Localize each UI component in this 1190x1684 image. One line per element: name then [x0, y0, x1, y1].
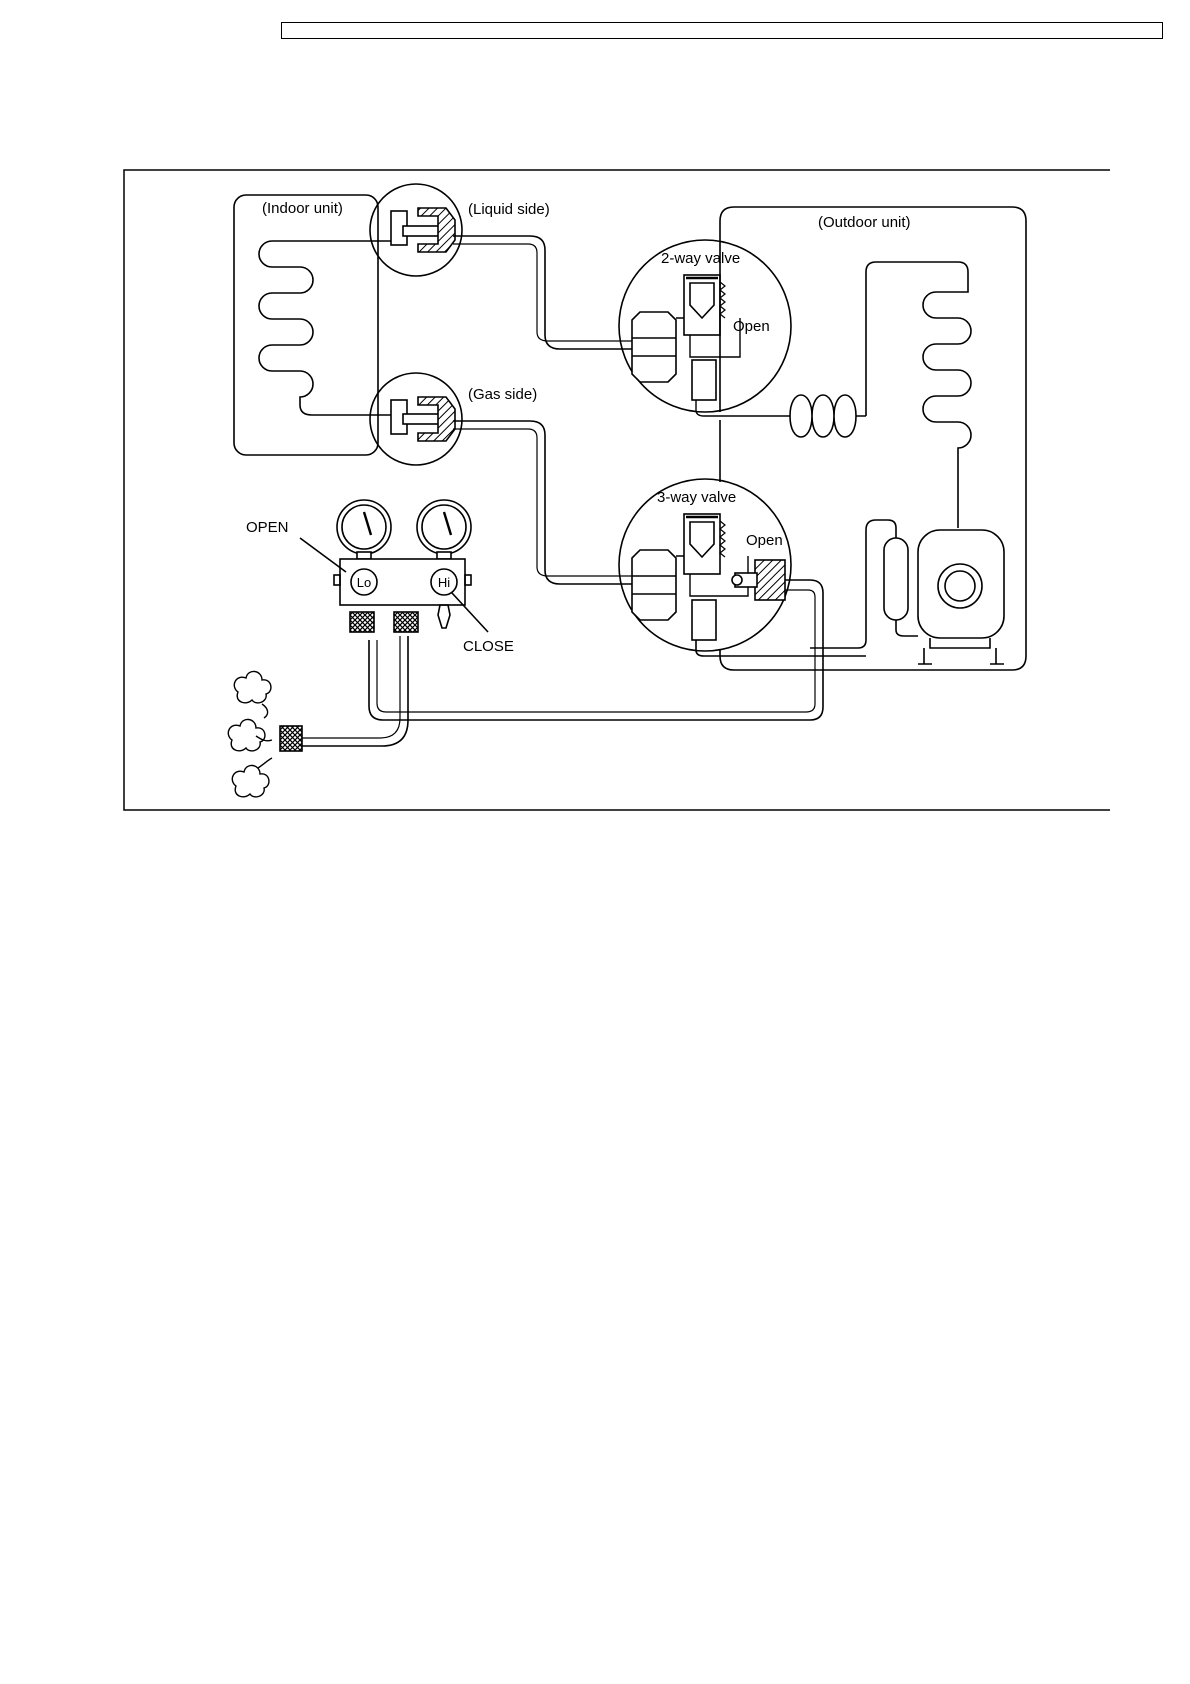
two-way-valve-label: 2-way valve — [661, 250, 740, 267]
gas-side-label: (Gas side) — [468, 386, 537, 403]
accumulator — [884, 538, 908, 620]
close-label: CLOSE — [463, 638, 514, 655]
close-leader-line — [452, 593, 488, 632]
gas-puff-icon — [228, 671, 272, 796]
open-label: OPEN — [246, 519, 289, 536]
gas-line — [453, 421, 635, 584]
two-way-open-label: Open — [733, 318, 770, 335]
liquid-side-label: (Liquid side) — [468, 201, 550, 218]
outdoor-unit-label: (Outdoor unit) — [818, 214, 911, 231]
liquid-line — [453, 236, 635, 349]
outdoor-coil — [866, 262, 971, 528]
liquid-side-flare-nut — [370, 184, 462, 276]
three-way-open-label: Open — [746, 532, 783, 549]
lo-label: Lo — [357, 575, 371, 590]
hi-label: Hi — [438, 575, 450, 590]
diagram-frame — [124, 170, 1110, 810]
three-way-valve-label: 3-way valve — [657, 489, 736, 506]
service-port-cap — [755, 560, 785, 600]
indoor-unit-box — [234, 195, 378, 455]
gauge-manifold — [334, 500, 471, 632]
gas-side-flare-nut — [370, 373, 462, 465]
capillary-coil — [780, 395, 866, 437]
open-leader-line — [300, 538, 346, 572]
indoor-unit-label: (Indoor unit) — [262, 200, 343, 217]
indoor-coil — [259, 241, 395, 415]
hose-end-fitting — [280, 726, 302, 751]
compressor — [918, 530, 1004, 664]
purge-hose — [302, 636, 408, 746]
